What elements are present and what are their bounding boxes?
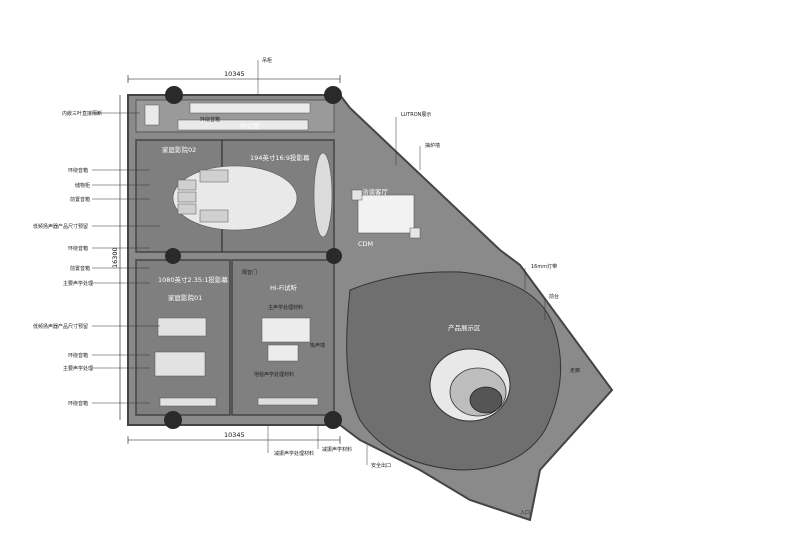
room-hifi: Hi-Fi试听 xyxy=(270,283,298,292)
inner-label: 隔音门 xyxy=(242,269,257,276)
theater-02-seating xyxy=(172,152,333,238)
left-label: 储物柜 xyxy=(75,182,90,189)
left-label: 低频扬声器产品尺寸预留 xyxy=(33,323,88,330)
theater-01-seating xyxy=(154,317,217,407)
bottom-dimension-text: 10345 xyxy=(224,431,245,439)
dimension-left: 16300 xyxy=(111,95,121,420)
left-label: 环绕音箱 xyxy=(68,245,88,252)
inner-label: 吸声墙 xyxy=(310,342,325,349)
right-callouts: LUTRON展示 抽炉墙 16mm灯带 前台 走廊 入口 xyxy=(395,112,580,516)
room-theater-01: 家庭影院01 xyxy=(168,293,202,302)
columns xyxy=(164,86,342,429)
top-label-column: 吊柜 xyxy=(262,57,272,64)
bottom-label: 减振声学材料 xyxy=(322,446,352,453)
left-label: 环绕音箱 xyxy=(68,400,88,407)
inner-label: 地毯声学处理材料 xyxy=(254,371,294,378)
bottom-callouts: 减振声学处理材料 减振声学材料 安全出口 xyxy=(267,425,391,469)
meeting-table xyxy=(351,189,421,239)
top-dimension-text: 10345 xyxy=(224,70,245,78)
left-dimension-text: 16300 xyxy=(111,247,119,268)
left-label: 前置音箱 xyxy=(70,196,90,203)
left-label: 环绕音箱 xyxy=(68,167,88,174)
room-theater-02: 家庭影院02 xyxy=(162,145,196,154)
bottom-label: 安全出口 xyxy=(371,462,391,469)
office-desks xyxy=(144,102,311,131)
dimension-bottom: 10345 xyxy=(127,431,341,444)
room-office: 办公室 xyxy=(240,121,260,130)
left-label: 前置音箱 xyxy=(70,265,90,272)
dimension-top: 10345 xyxy=(127,70,341,83)
left-label: 主要声学处理 xyxy=(63,365,93,372)
right-label-corridor: 走廊 xyxy=(570,367,580,374)
left-callouts: 内嵌三叶直接隔断 环绕音箱 储物柜 前置音箱 低频扬声器产品尺寸预留 环绕音箱 … xyxy=(33,110,160,407)
right-label-hood: 抽炉墙 xyxy=(425,142,440,149)
top-callouts: 吊柜 环绕音箱 xyxy=(200,57,272,123)
room-meeting-hall: 洽谈客厅 xyxy=(362,187,389,196)
inner-label: 主声学处理材料 xyxy=(268,304,303,311)
left-label: 内嵌三叶直接隔断 xyxy=(62,110,102,117)
room-seats-194: 194英寸16:9投影幕 xyxy=(250,153,310,162)
left-label: 低频扬声器产品尺寸预留 xyxy=(33,223,88,230)
room-screen-small: 1080英寸2.35:1投影幕 xyxy=(158,275,228,284)
bottom-label: 减振声学处理材料 xyxy=(274,450,314,457)
hifi-furniture xyxy=(257,317,319,406)
left-label: 主要声学处理 xyxy=(63,280,93,287)
inner-labels: 主声学处理材料 吸声墙 隔音门 地毯声学处理材料 xyxy=(242,269,325,378)
right-label-led: 16mm灯带 xyxy=(531,263,557,270)
right-label-lutron: LUTRON展示 xyxy=(401,112,431,118)
room-product-area: 产品展示区 xyxy=(448,323,481,332)
product-display xyxy=(346,271,562,471)
top-label-speaker: 环绕音箱 xyxy=(200,116,220,123)
room-cdm: CDM xyxy=(358,240,373,248)
left-label: 环绕音箱 xyxy=(68,352,88,359)
right-label-entrance: 入口 xyxy=(520,510,530,516)
right-label-pillar: 前台 xyxy=(549,293,559,300)
